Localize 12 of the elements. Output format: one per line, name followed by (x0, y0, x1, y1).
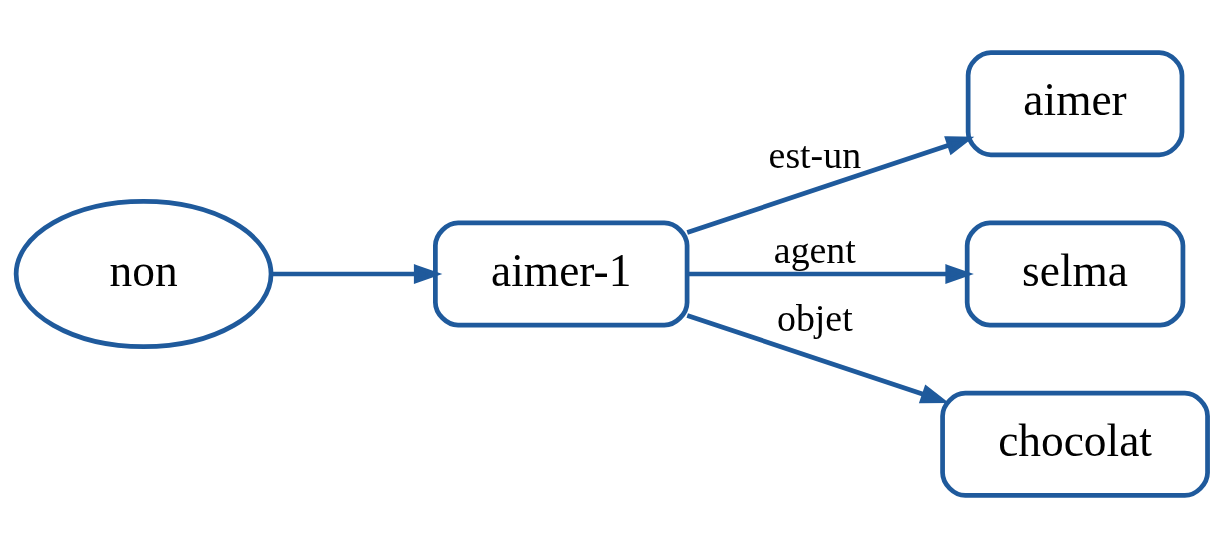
node-box: chocolat (940, 390, 1210, 498)
arrow (686, 136, 975, 235)
arrow (686, 313, 950, 404)
edge-label: objet (777, 296, 853, 339)
node-box: aimer-1 (433, 220, 690, 328)
arrow (687, 264, 974, 284)
node-ellipse: non (13, 199, 274, 349)
node-box: selma (964, 220, 1186, 328)
node-box: aimer (965, 50, 1185, 158)
edge-label: est-un (768, 134, 862, 177)
arrow (270, 264, 443, 284)
edge-label: agent (773, 228, 856, 271)
